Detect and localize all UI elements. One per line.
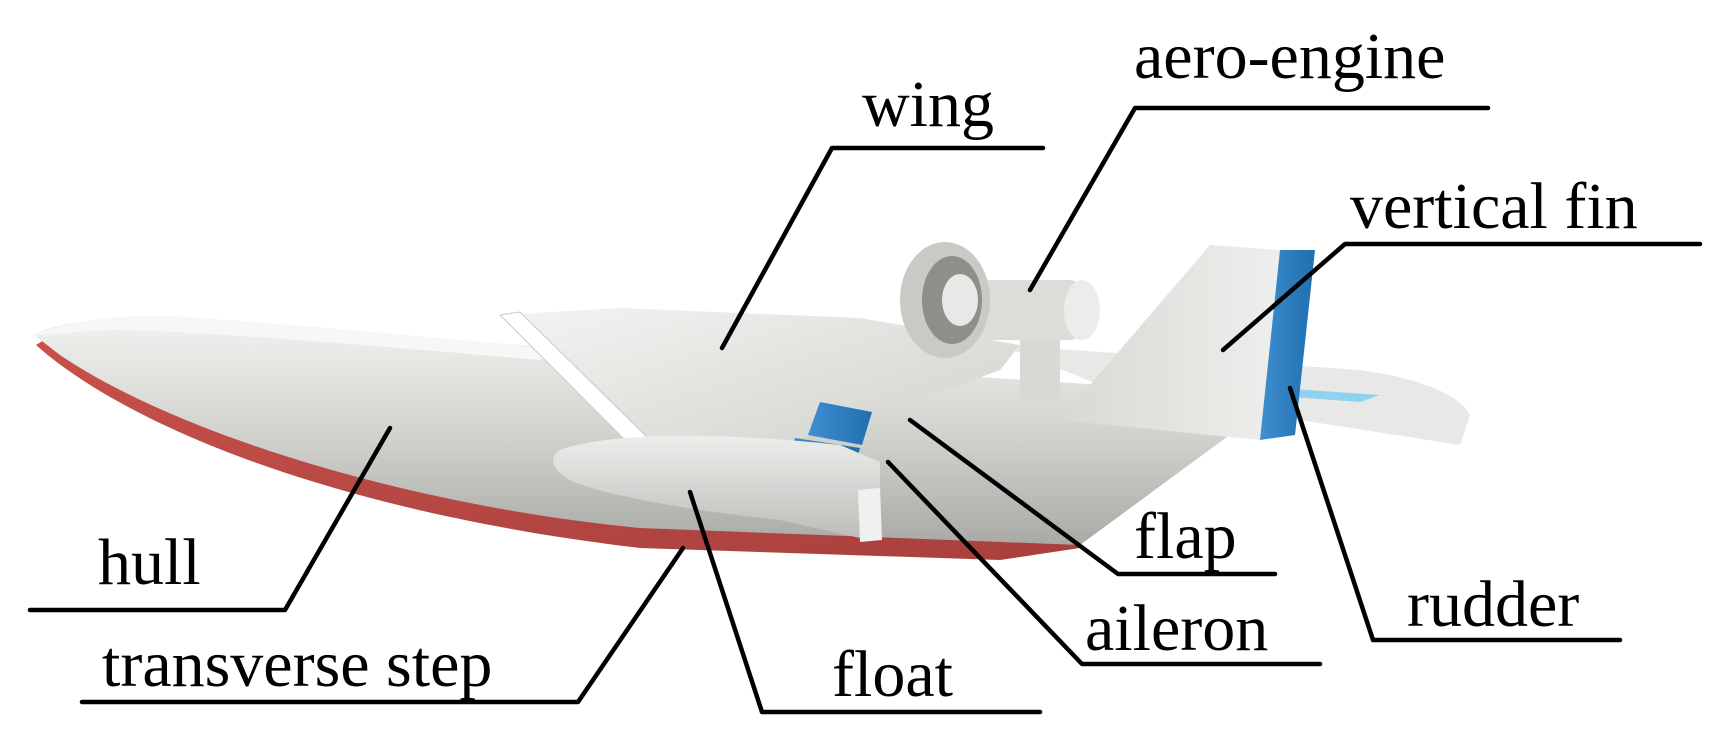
seaplane-illustration: [34, 242, 1470, 560]
vertical-fin-body: [1060, 245, 1280, 440]
float-strut: [858, 488, 882, 542]
leader-hull: [27, 425, 393, 613]
label-vertical-fin: vertical fin: [1350, 170, 1638, 243]
label-float: float: [832, 638, 953, 711]
rudder-surface: [1260, 250, 1315, 440]
leader-aileron: [885, 459, 1323, 667]
leader-aero-engine: [1027, 105, 1491, 293]
hull-deck: [34, 315, 560, 360]
label-hull: hull: [98, 526, 201, 599]
leader-lines: [27, 105, 1703, 715]
engine-nacelle: [960, 280, 1080, 340]
label-flap: flap: [1134, 500, 1237, 573]
flap-surface: [808, 402, 872, 445]
label-aero-engine: aero-engine: [1134, 20, 1445, 93]
label-transverse-step: transverse step: [102, 628, 492, 701]
part-labels: aero-engine wing vertical fin hull flap …: [98, 20, 1638, 711]
label-wing: wing: [862, 68, 994, 141]
leader-float: [687, 489, 1043, 715]
label-aileron: aileron: [1085, 592, 1268, 665]
leader-rudder: [1287, 385, 1623, 643]
label-rudder: rudder: [1407, 568, 1579, 641]
leader-transverse-step: [79, 545, 686, 705]
float-body: [553, 435, 880, 538]
engine-pylon: [1020, 330, 1060, 400]
engine-fan-hub: [942, 274, 978, 326]
leader-vertical-fin: [1220, 241, 1703, 353]
leader-flap: [907, 417, 1278, 577]
leader-wing: [719, 145, 1046, 351]
engine-cap: [1064, 280, 1100, 340]
